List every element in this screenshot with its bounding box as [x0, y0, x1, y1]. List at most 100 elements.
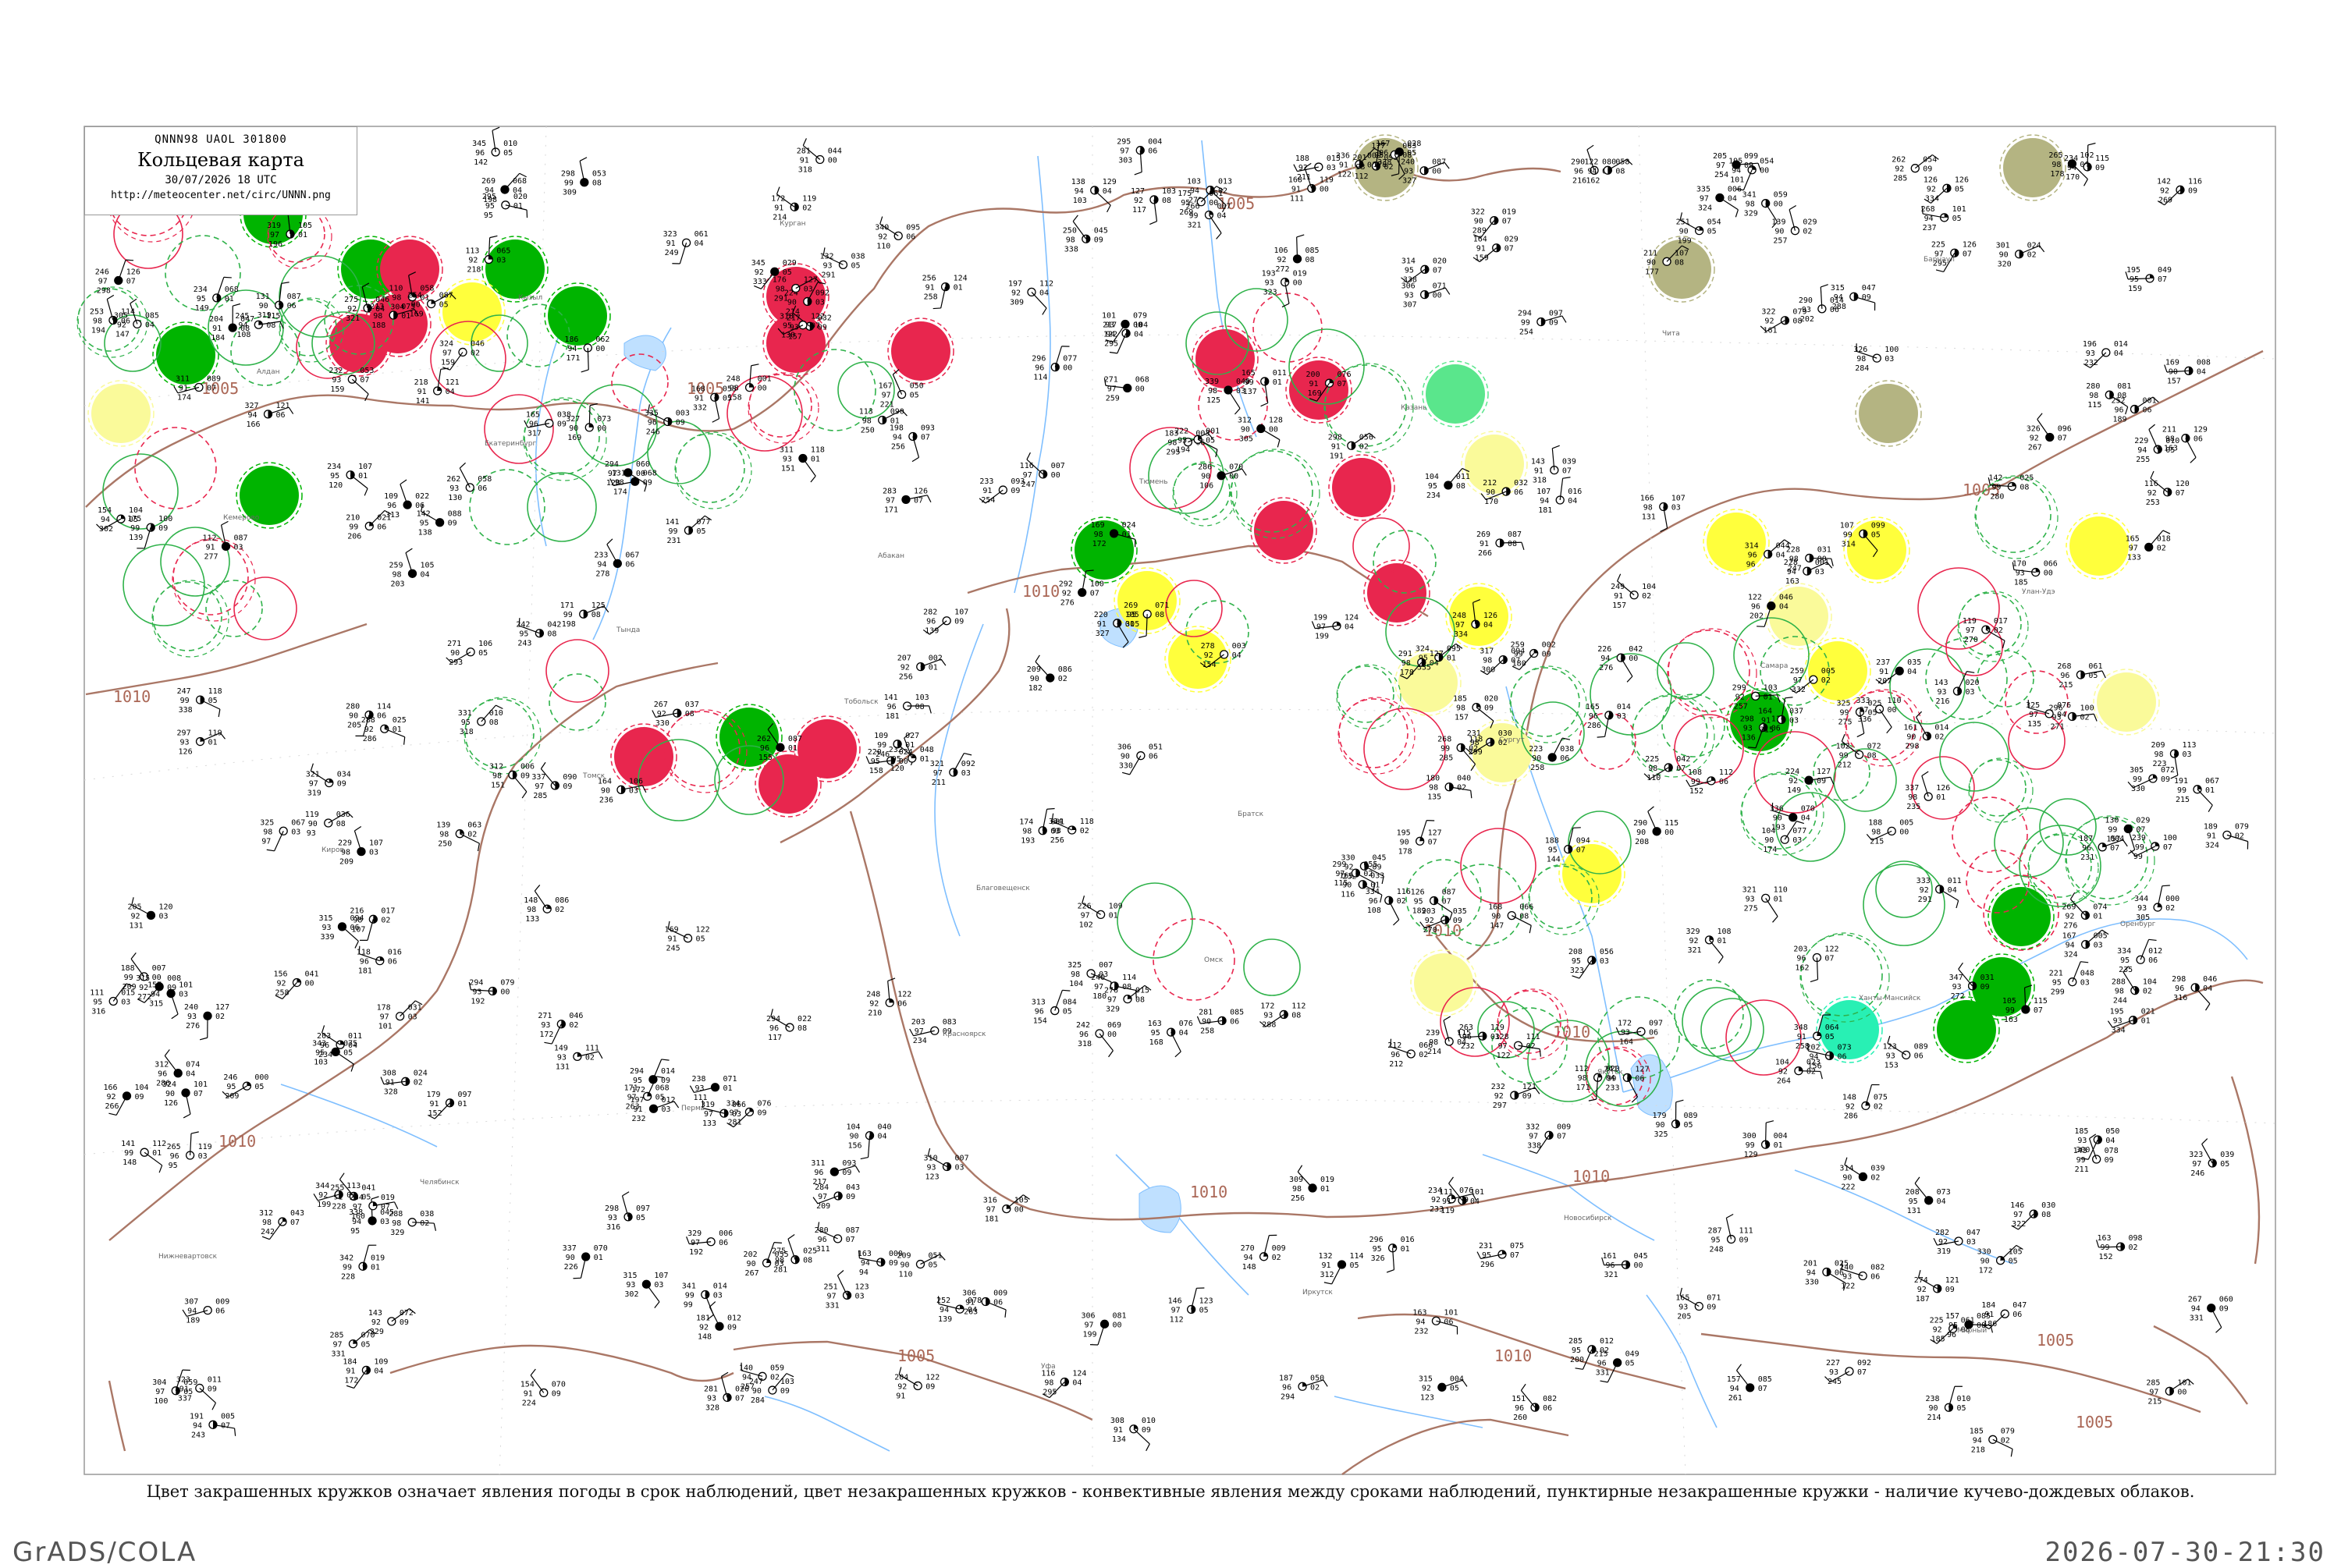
- filled-station-green[interactable]: [1934, 997, 1999, 1062]
- filled-station-light_yellow[interactable]: [1411, 950, 1476, 1016]
- filled-station-yellow[interactable]: [2066, 513, 2132, 579]
- filled-station-light_green[interactable]: [1423, 361, 1488, 427]
- map-url[interactable]: http://meteocenter.net/circ/UNNN.png: [85, 190, 357, 201]
- filled-station-red[interactable]: [1329, 455, 1394, 520]
